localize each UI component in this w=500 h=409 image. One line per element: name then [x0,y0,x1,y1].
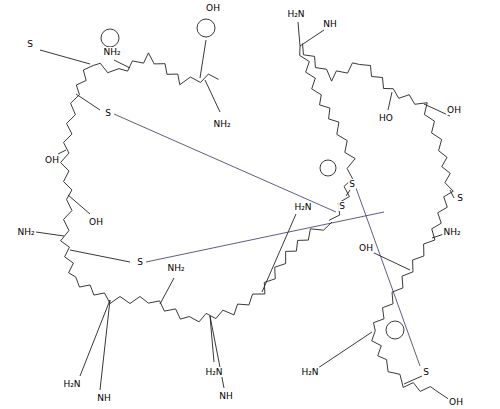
backbone-chain [300,46,355,220]
atom-label: OH [448,397,464,407]
side-chain-bond [76,94,100,110]
side-chain-bond [58,150,66,154]
side-chain-bond [100,300,110,390]
atom-label: NH [96,393,112,403]
atom-label: NH₂ [166,263,185,273]
atom-label: S [422,367,430,377]
atom-label: H₂N [293,202,312,212]
atom-label: H₂N [62,379,81,389]
side-chain-bond [372,252,410,270]
atom-label: S [136,257,144,267]
atom-label: HO [378,113,394,123]
side-chain-bond [68,195,90,214]
atom-label: H₂N [204,367,223,377]
ring [197,19,215,37]
atom-label: S [348,179,356,189]
atom-label: S [456,193,464,203]
side-chain-bond [300,30,324,46]
side-chain-bond [388,92,392,110]
atom-label: NH₂ [102,47,121,57]
disulfide-bridge [146,212,384,262]
atom-label: OH [358,243,374,253]
atom-label: NH₂ [212,119,231,129]
atom-label: H₂N [286,9,305,19]
atom-label: S [338,201,346,211]
ring [386,321,404,339]
side-chain-bond [114,60,130,68]
side-chain-bond [205,80,220,112]
atom-label: OH [205,3,221,13]
atom-label: OH [88,217,104,227]
side-chain-bond [210,316,214,362]
side-chain-bond [160,278,174,304]
ring [320,160,336,176]
atom-label: OH [446,105,462,115]
side-chain-bond [200,40,206,78]
side-chain-bond [40,50,90,64]
disulfide-bridge [114,114,336,212]
side-chain-bond [70,250,130,262]
atom-label: S [26,39,34,49]
ring [101,29,119,47]
side-chain-bond [262,214,296,292]
atom-label: H₂N [300,367,319,377]
side-chain-bond [404,376,422,384]
atom-label: S [104,108,112,118]
backbone-chain [61,53,332,322]
side-chain-bond [450,190,454,198]
atom-label: NH₂ [442,227,461,237]
side-chain-bond [298,22,300,46]
atom-label: NH [322,19,338,29]
backbone-chain [303,44,454,392]
atom-label: NH₂ [16,227,35,237]
atom-label: NH [218,391,234,401]
disulfide-bridge [356,188,420,366]
side-chain-bond [346,190,350,196]
side-chain-bond [36,232,64,236]
atom-label: OH [44,155,60,165]
side-chain-bond [210,316,224,388]
side-chain-bond [318,332,372,368]
